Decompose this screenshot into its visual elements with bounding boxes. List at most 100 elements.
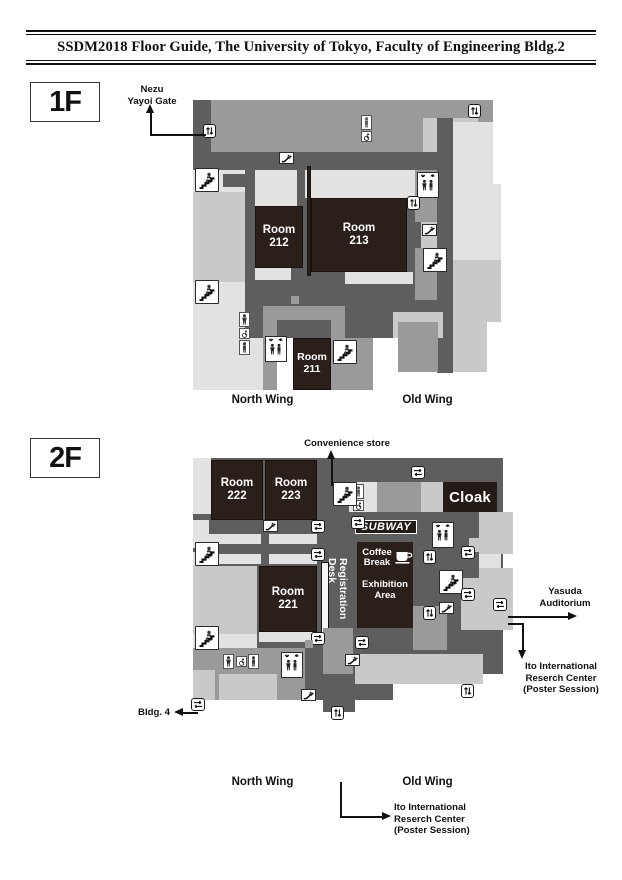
restroom-men-icon bbox=[239, 340, 250, 355]
corridor-2f-n-spur-d bbox=[269, 554, 317, 564]
arrowhead-yasuda-right bbox=[568, 612, 577, 620]
passage-lr-icon bbox=[461, 588, 475, 601]
lobby-1f-left bbox=[255, 170, 297, 206]
accessible-restroom-icon bbox=[236, 656, 247, 667]
annotation-nezu-yayoi-gate: Nezu Yayoi Gate bbox=[127, 84, 177, 107]
arrowhead-bldg4-left bbox=[174, 708, 183, 716]
room-221: Room 221 bbox=[259, 566, 317, 632]
block-1f-old-inner-bottom bbox=[398, 322, 438, 372]
passage-lr-icon bbox=[355, 636, 369, 649]
stairs-icon bbox=[333, 482, 357, 506]
passage-updown-icon bbox=[331, 706, 344, 720]
page-title-block: SSDM2018 Floor Guide, The University of … bbox=[26, 30, 596, 65]
corridor-1f-lower-spur bbox=[277, 306, 345, 320]
page-title: SSDM2018 Floor Guide, The University of … bbox=[57, 39, 565, 55]
restroom-men-icon bbox=[361, 115, 372, 130]
arrowhead-ito-bottom-right bbox=[382, 812, 391, 820]
marker-2f-pillar bbox=[305, 640, 313, 648]
annotation-bldg4: Bldg. 4 bbox=[138, 707, 170, 718]
block-1f-old-right-upper bbox=[453, 122, 493, 184]
arrowhead-nezu-up bbox=[146, 104, 154, 113]
room-223: Room 223 bbox=[265, 460, 317, 520]
leader-line-ito-bottom-h bbox=[340, 816, 384, 818]
lobby-1f-bottom-left bbox=[255, 268, 291, 280]
passage-updown-icon bbox=[461, 684, 474, 698]
escalator-icon bbox=[263, 520, 278, 532]
wing-label-old-1f: Old Wing bbox=[402, 394, 453, 406]
restroom-women-icon bbox=[239, 312, 250, 327]
room-213: Room 213 bbox=[311, 198, 407, 272]
passage-lr-icon bbox=[311, 632, 325, 645]
block-2f-old-right-b bbox=[479, 554, 501, 568]
block-1f-old-right-lower bbox=[453, 260, 501, 322]
leader-line-ito-right-h bbox=[508, 623, 524, 625]
passage-lr-icon bbox=[311, 520, 325, 533]
leader-line-nezu-vertical bbox=[150, 112, 152, 136]
leader-line-nezu-horizontal bbox=[150, 134, 206, 136]
room-212: Room 212 bbox=[255, 206, 303, 268]
subway-sign: SUBWAY bbox=[355, 520, 417, 534]
lobby-1f-top bbox=[305, 170, 425, 198]
floorplan-2f: Room 222 Room 223 Room 221 Registration … bbox=[191, 458, 513, 770]
cloak-label: Cloak bbox=[443, 482, 497, 512]
corridor-1f-left-top bbox=[193, 100, 211, 152]
lobby-1f-bottom-right bbox=[345, 272, 413, 284]
marker-1f-pillar bbox=[291, 296, 299, 304]
stairs-icon bbox=[439, 570, 463, 594]
elevator-icon bbox=[281, 652, 303, 678]
leader-line-bldg4 bbox=[182, 712, 198, 714]
leader-line-conv-vertical bbox=[331, 458, 333, 486]
passage-lr-icon bbox=[493, 598, 507, 611]
floor-badge-2f: 2F bbox=[30, 438, 100, 478]
escalator-icon bbox=[279, 152, 294, 164]
exhibition-area-label: Exhibition Area bbox=[362, 579, 408, 601]
leader-line-ito-bottom-v bbox=[340, 782, 342, 818]
coffee-break-label: Coffee Break bbox=[362, 547, 392, 569]
annotation-ito-center-bottom: Ito International Reserch Center (Poster… bbox=[394, 802, 470, 836]
passage-updown-icon bbox=[407, 196, 420, 210]
corridor-2f-n-spur-a bbox=[209, 534, 261, 544]
coffee-cup-icon bbox=[395, 550, 413, 569]
passage-updown-icon bbox=[468, 104, 481, 118]
corridor-2f-nw-lower-right bbox=[305, 648, 323, 700]
passage-lr-icon bbox=[311, 548, 325, 561]
title-rule-top bbox=[26, 30, 596, 35]
corridor-2f-221-bottom bbox=[259, 632, 317, 642]
escalator-icon bbox=[439, 602, 454, 614]
arrowhead-ito-down bbox=[518, 650, 526, 659]
stairs-icon bbox=[195, 626, 219, 650]
block-2f-nw-lower-mid bbox=[219, 674, 277, 700]
elevator-icon bbox=[417, 172, 439, 198]
accessible-restroom-icon bbox=[239, 328, 250, 339]
elevator-icon bbox=[265, 336, 287, 362]
wing-label-north-2f: North Wing bbox=[231, 776, 294, 788]
corridor-2f-n-spur-b bbox=[269, 534, 317, 544]
escalator-icon bbox=[422, 224, 437, 236]
leader-line-ito-right-v bbox=[522, 623, 524, 651]
stairs-icon bbox=[195, 280, 219, 304]
escalator-icon bbox=[345, 654, 360, 666]
stairs-icon bbox=[195, 168, 219, 192]
corridor-2f-old-lower-left bbox=[323, 628, 353, 674]
registration-desk-label: Registration Desk bbox=[326, 558, 350, 620]
block-1f-north-left bbox=[193, 192, 245, 282]
title-rule-bottom bbox=[26, 60, 596, 65]
passage-lr-icon bbox=[351, 516, 365, 529]
stairs-icon bbox=[423, 248, 447, 272]
room-divider-1f bbox=[307, 166, 311, 276]
stairs-icon bbox=[333, 340, 357, 364]
block-2f-old-right-a bbox=[479, 512, 513, 554]
arrowhead-conv-up bbox=[327, 450, 335, 459]
passage-updown-icon bbox=[423, 550, 436, 564]
corridor-1f-top-horizontal bbox=[193, 152, 455, 170]
floor-badge-1f: 1F bbox=[30, 82, 100, 122]
restroom-men-icon bbox=[248, 654, 259, 669]
room-222: Room 222 bbox=[211, 460, 263, 520]
wing-label-old-2f: Old Wing bbox=[402, 776, 453, 788]
annotation-ito-center-right: Ito International Reserch Center (Poster… bbox=[523, 661, 599, 695]
block-2f-old-upper-right bbox=[421, 482, 443, 512]
passage-updown-icon bbox=[423, 606, 436, 620]
block-2f-nw-corner bbox=[193, 458, 211, 514]
stairs-icon bbox=[195, 542, 219, 566]
